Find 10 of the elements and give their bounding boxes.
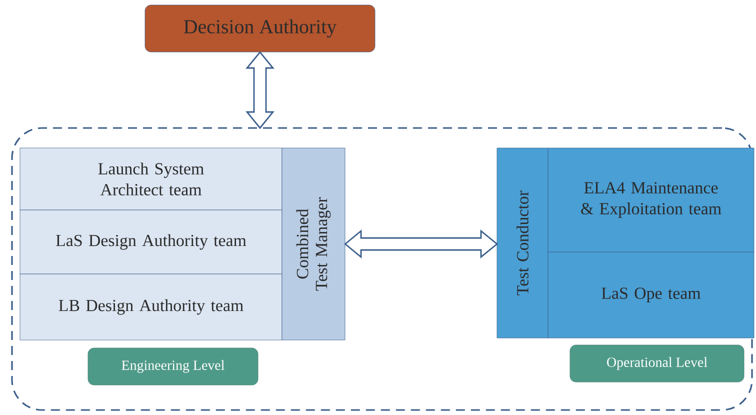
authority-box: Decision Authority <box>144 4 376 52</box>
team-box: LaS Design Authority team <box>20 210 282 274</box>
team-box: LaS Ope team <box>548 252 754 338</box>
dashed-boundary <box>11 127 753 411</box>
level-badge: Engineering Level <box>88 348 258 386</box>
manager-box: Combined Test Manager <box>282 148 346 340</box>
team-box: LB Design Authority team <box>20 274 282 340</box>
team-box: Launch System Architect team <box>20 148 282 210</box>
level-badge: Operational Level <box>570 344 744 382</box>
conductor-box: Test Conductor <box>496 148 548 338</box>
